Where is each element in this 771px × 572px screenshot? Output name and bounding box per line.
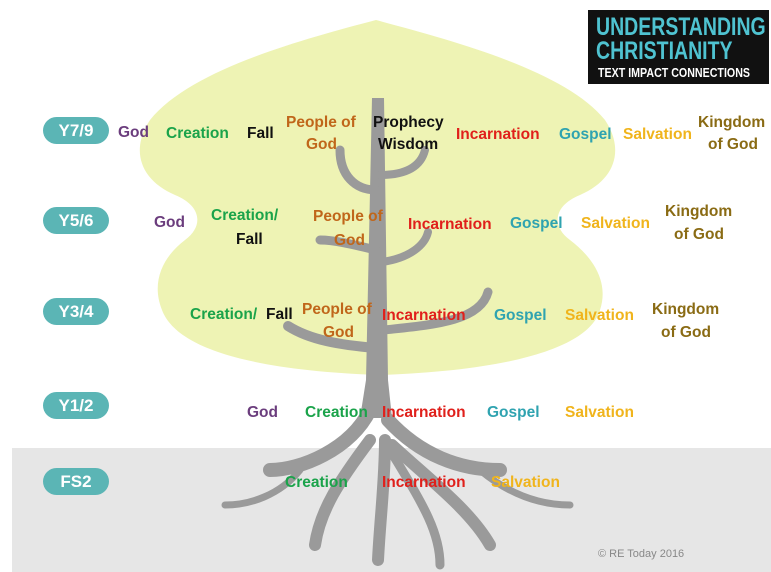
concept-god: God (154, 214, 185, 231)
concept-incarnation: Incarnation (456, 126, 540, 143)
concept-gospel: Gospel (510, 215, 563, 232)
logo-line-2: CHRISTIANITY (596, 37, 733, 65)
concept-of-god: of God (708, 136, 758, 153)
concept-salvation: Salvation (491, 474, 560, 491)
concept-incarnation: Incarnation (382, 307, 466, 324)
concept-creation: Creation (305, 404, 368, 421)
ground-band (12, 448, 771, 572)
concept-creation: Creation (285, 474, 348, 491)
logo-line-1: UNDERSTANDING (596, 13, 766, 41)
concept-prophecy: Prophecy (373, 114, 444, 131)
concept-incarnation: Incarnation (382, 404, 466, 421)
concept-fall: Fall (266, 306, 293, 323)
concept-incarnation: Incarnation (382, 474, 466, 491)
level-pill-y7-9: Y7/9 (43, 117, 109, 144)
level-pill-y5-6: Y5/6 (43, 207, 109, 234)
concept-of-god: of God (661, 324, 711, 341)
concept-salvation: Salvation (565, 404, 634, 421)
concept-people-god: God (323, 324, 354, 341)
concept-creation: Creation/ (211, 207, 279, 224)
understanding-christianity-logo: UNDERSTANDING CHRISTIANITY TEXT IMPACT C… (588, 10, 769, 84)
concept-gospel: Gospel (494, 307, 547, 324)
copyright-notice: © RE Today 2016 (598, 548, 685, 560)
level-pill-fs2: FS2 (43, 468, 109, 495)
level-pill-y1-2: Y1/2 (43, 392, 109, 419)
concept-people-of: People of (286, 114, 356, 131)
concept-people-of: People of (302, 301, 372, 318)
tree-roots (221, 403, 574, 570)
concept-salvation: Salvation (623, 126, 692, 143)
concept-gospel: Gospel (559, 126, 612, 143)
concept-salvation: Salvation (581, 215, 650, 232)
concept-god: God (118, 124, 149, 141)
concept-god: God (247, 404, 278, 421)
tree-branches (283, 145, 493, 353)
concept-people-of: People of (313, 208, 383, 225)
logo-line-3: TEXT IMPACT CONNECTIONS (598, 65, 751, 80)
concept-creation: Creation/ (190, 306, 258, 323)
concept-salvation: Salvation (565, 307, 634, 324)
concept-kingdom: Kingdom (652, 301, 720, 318)
concept-kingdom: Kingdom (698, 114, 766, 131)
concept-creation: Creation (166, 125, 229, 142)
concept-people-god: God (334, 232, 365, 249)
concept-people-god: God (306, 136, 337, 153)
concept-kingdom: Kingdom (665, 203, 733, 220)
concept-fall: Fall (236, 231, 263, 248)
level-pill-y3-4: Y3/4 (43, 298, 109, 325)
concept-of-god: of God (674, 226, 724, 243)
concept-wisdom: Wisdom (378, 136, 439, 153)
concept-gospel: Gospel (487, 404, 540, 421)
concept-incarnation: Incarnation (408, 216, 492, 233)
concept-fall: Fall (247, 125, 274, 142)
